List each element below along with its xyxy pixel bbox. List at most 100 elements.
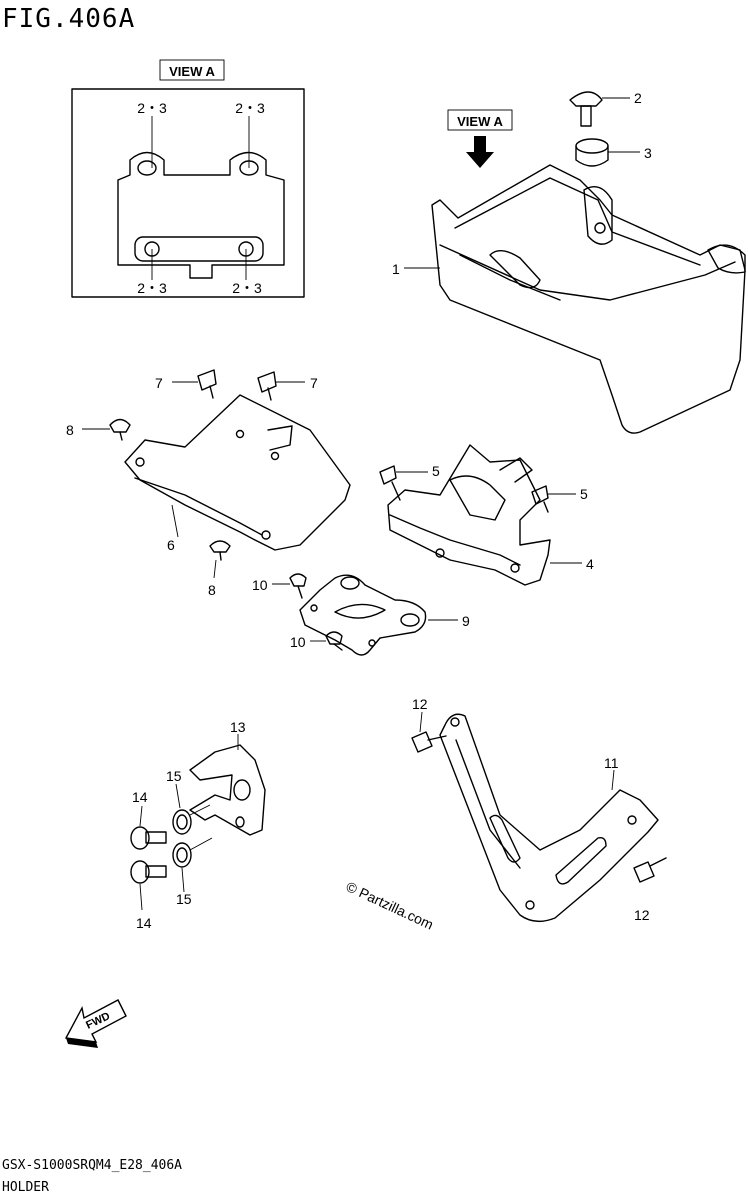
part-label-3: 3 <box>644 145 652 161</box>
leader-line <box>139 883 143 911</box>
part-label-12-bottom: 12 <box>634 907 650 923</box>
callout-2-3: 2・3 <box>232 280 262 296</box>
bracket-hole <box>450 717 460 727</box>
tray-side-lug <box>707 244 746 274</box>
part-5-screw-left <box>379 465 397 485</box>
tray-body <box>431 164 746 434</box>
bracket-hole <box>525 900 535 910</box>
part-15-bushing-bottom <box>172 842 192 868</box>
bracket-hole <box>435 548 445 558</box>
part-3-grommet-top <box>575 138 609 154</box>
bracket-hole <box>135 457 145 467</box>
bracket-hole <box>261 530 271 540</box>
part-label-13: 13 <box>230 719 246 735</box>
bracket-hole <box>510 563 520 573</box>
callout-2-3: 2・3 <box>235 100 265 116</box>
figure-title: FIG.406A <box>2 4 136 34</box>
part-label-15-bottom: 15 <box>176 891 192 907</box>
callout-2-3: 2・3 <box>137 100 167 116</box>
part-12-bolt-top <box>411 731 433 753</box>
part-10-bolt-bottom <box>325 631 343 645</box>
part-3-grommet-side <box>575 145 609 167</box>
bracket-fold <box>455 739 521 869</box>
part-label-10-bottom: 10 <box>290 634 306 650</box>
plate-cutout <box>334 603 386 619</box>
part-7-screw-left-shank <box>209 385 214 399</box>
part-label-12-top: 12 <box>412 696 428 712</box>
part-12-bolt-bottom <box>633 861 655 883</box>
bracket-fold <box>389 514 521 566</box>
view-a-plate <box>117 151 285 279</box>
part-10-bolt-top <box>289 573 307 587</box>
part-5-screw-right-shank <box>543 501 549 513</box>
part-15-bushing-bottom-bore <box>176 847 188 863</box>
part-label-1: 1 <box>392 261 400 277</box>
view-a-slot <box>134 236 264 262</box>
part-13-bracket: 13 15 15 14 14 <box>130 719 266 931</box>
watermark: © Partzilla.com <box>344 878 436 932</box>
tray-lug <box>489 250 541 289</box>
leader-line <box>171 504 179 538</box>
leader-line <box>419 711 423 733</box>
part-14-collar-top <box>130 826 150 850</box>
tray-rim <box>439 244 736 301</box>
part-15-bushing-top <box>172 809 192 835</box>
part-2-bolt-head <box>569 91 603 107</box>
part-7-screw-left <box>197 369 217 391</box>
bracket-plate <box>124 394 351 551</box>
bracket-tab <box>499 457 533 483</box>
part-8-bolt-bottom <box>209 540 231 553</box>
part-12-bolt-top-shank <box>427 735 447 741</box>
part-label-14-bottom: 14 <box>136 915 152 931</box>
part-label-6: 6 <box>167 537 175 553</box>
view-a-frame <box>71 88 305 298</box>
arrow-down-icon <box>466 136 494 168</box>
part-14-collar-bottom <box>130 860 150 884</box>
view-a-label-box <box>159 59 225 81</box>
bracket-body <box>189 744 266 836</box>
part-8-bolt-top-shank <box>119 431 123 441</box>
bracket-body <box>387 444 551 586</box>
part-8-bolt-top <box>109 418 131 433</box>
part-label-15-top: 15 <box>166 768 182 784</box>
part-10-bolt-top-shank <box>297 585 303 599</box>
fwd-arrow-icon: FWD <box>64 999 127 1048</box>
plate-hole <box>340 576 360 590</box>
plate-body <box>299 574 427 656</box>
part-label-8-bottom: 8 <box>208 582 216 598</box>
plate-hole <box>400 613 420 627</box>
leader-line <box>181 867 185 893</box>
part-10-bolt-bottom-shank <box>333 643 343 651</box>
part-label-4: 4 <box>586 556 594 572</box>
leader-line <box>213 559 217 579</box>
part-7-screw-right-shank <box>267 387 272 401</box>
view-a-label: VIEW A <box>169 64 215 79</box>
bracket-arch <box>449 475 506 521</box>
plate-hole <box>310 604 318 612</box>
bracket-slot <box>489 814 521 863</box>
part-9-plate: 9 10 10 <box>252 573 470 656</box>
part-12-bolt-bottom-shank <box>649 857 667 867</box>
part-label-10-top: 10 <box>252 577 268 593</box>
leader-line <box>611 769 615 791</box>
view-a-pointer-label: VIEW A <box>457 114 503 129</box>
tray-inner-floor <box>459 254 561 301</box>
part-1-battery-tray: VIEW A 2 3 1 <box>392 90 746 434</box>
figure-name: HOLDER <box>2 1180 49 1195</box>
view-a-pointer-label-box <box>447 109 513 131</box>
part-label-7-right: 7 <box>310 375 318 391</box>
bracket-hole <box>627 815 637 825</box>
part-label-8-top: 8 <box>66 422 74 438</box>
part-15-bushing-top-bore <box>176 814 188 830</box>
view-a-grommet-top-left <box>137 160 157 176</box>
part-5-screw-right <box>531 485 549 505</box>
leader-line <box>189 837 213 851</box>
tray-mount <box>583 186 613 245</box>
part-label-7-left: 7 <box>155 375 163 391</box>
view-a-inset: VIEW A 2・3 2・3 2・3 2・3 <box>71 59 305 298</box>
bracket-hole <box>233 779 251 801</box>
bracket-hole <box>270 451 280 461</box>
part-label-11: 11 <box>604 755 619 771</box>
part-11-bracket: 11 12 12 <box>411 696 667 923</box>
